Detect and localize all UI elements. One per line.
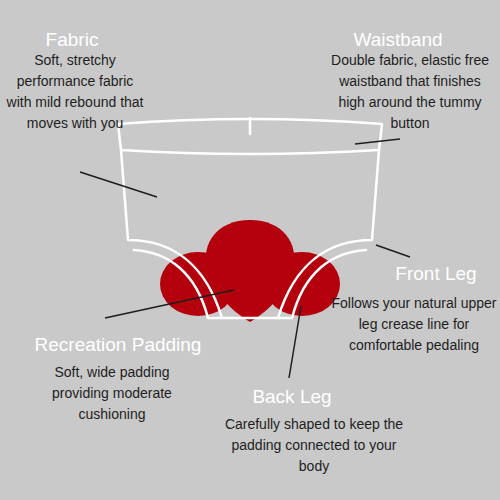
left-leg-band [134,250,208,318]
part-description: Follows your natural upper leg crease li… [331,293,497,356]
part-heading: Back Leg [232,385,352,408]
waistband-outline [118,119,382,154]
gusset-edge [208,317,292,320]
leader-line [105,290,234,318]
part-heading: Front Leg [376,262,496,285]
label-slot: Carefully shaped to keep the padding con… [219,414,409,477]
part-heading: Waistband [328,28,468,51]
part-description: Carefully shaped to keep the padding con… [219,414,409,477]
leader-line [289,306,301,378]
label-slot: Double fabric, elastic free waistband th… [325,50,495,134]
label-slot: Back Leg [232,385,352,408]
label-slot: Soft, wide padding providing moderate cu… [32,362,192,425]
label-slot: Front Leg [376,262,496,285]
leader-line [355,139,400,144]
body-outline [121,150,379,318]
part-heading: Recreation Padding [8,333,228,356]
shorts-outline [118,118,382,318]
label-slot: Fabric [7,28,137,51]
part-heading: Fabric [7,28,137,51]
label-slot: Soft, stretchy performance fabric with m… [5,50,145,134]
part-description: Soft, stretchy performance fabric with m… [5,50,145,134]
padding-shapes [160,220,340,322]
label-slot: Waistband [328,28,468,51]
part-description: Double fabric, elastic free waistband th… [325,50,495,134]
label-slot: Recreation Padding [8,333,228,356]
waistband-center-mark [249,118,252,134]
leader-line [80,172,157,197]
leader-line [376,245,410,257]
part-description: Soft, wide padding providing moderate cu… [32,362,192,425]
label-slot: Follows your natural upper leg crease li… [331,293,497,356]
